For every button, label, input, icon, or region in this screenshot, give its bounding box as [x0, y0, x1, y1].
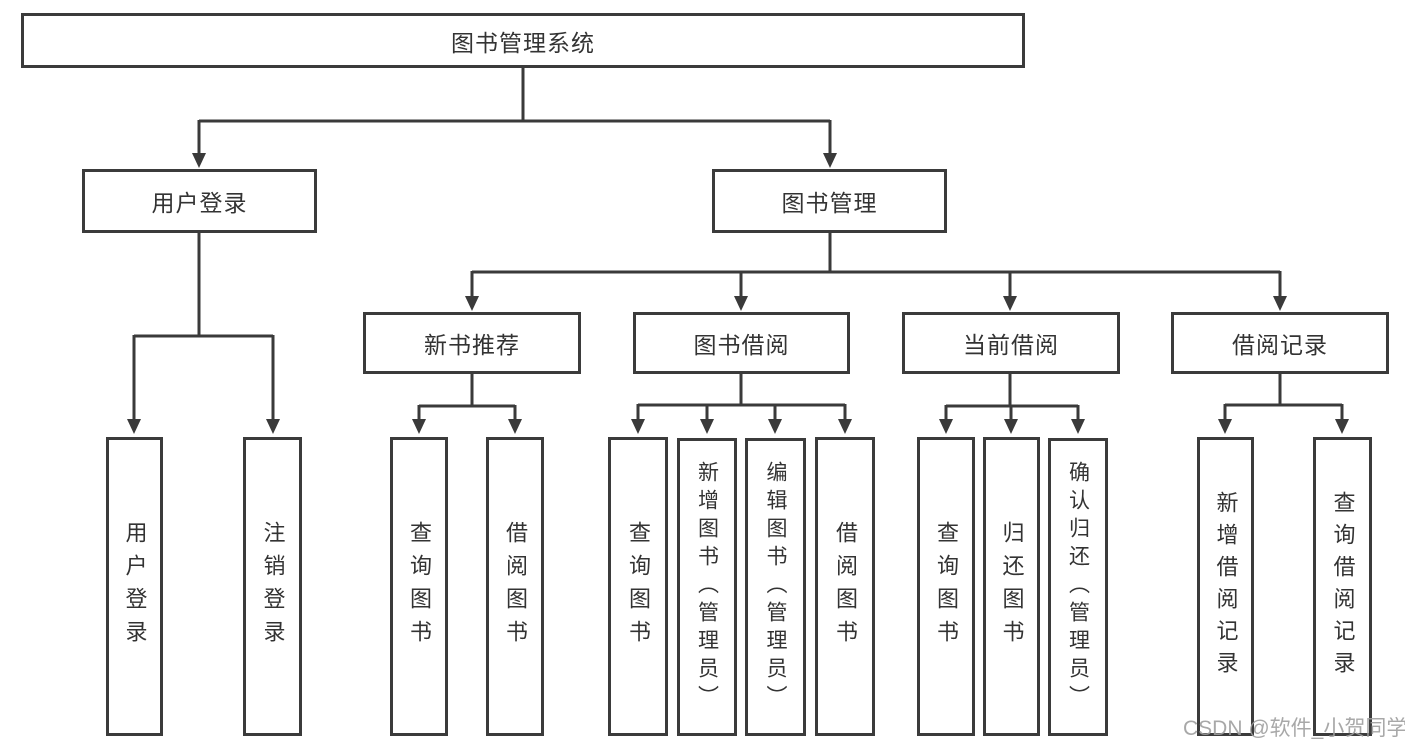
connector-current-borrow-children [939, 374, 1085, 434]
connector-borrow-records-children [1218, 374, 1349, 434]
node-current-borrow-label: 当前借阅 [963, 332, 1059, 358]
node-user-login-label: 用户登录 [151, 190, 248, 216]
node-book-mgmt: 图书管理 [712, 169, 947, 233]
leaf-confirm-return-admin-label: 确认归还（管理员） [1066, 461, 1090, 713]
leaf-add-borrow-record: 新增借阅记录 [1197, 437, 1254, 736]
leaf-borrow-query-book-label: 查询图书 [626, 520, 651, 653]
leaf-user-login: 用户登录 [106, 437, 163, 736]
leaf-newrec-query-book-label: 查询图书 [407, 520, 432, 653]
csdn-watermark: CSDN @软件_小贺同学 [1183, 717, 1405, 740]
node-book-borrow: 图书借阅 [633, 312, 850, 374]
node-new-book-rec-label: 新书推荐 [424, 332, 520, 358]
leaf-current-query-book-label: 查询图书 [934, 520, 959, 653]
leaf-borrow-book-label: 借阅图书 [833, 520, 858, 653]
node-borrow-records: 借阅记录 [1171, 312, 1389, 374]
node-book-mgmt-label: 图书管理 [781, 190, 878, 216]
node-new-book-rec: 新书推荐 [363, 312, 581, 374]
connector-user-login-children [127, 233, 280, 434]
leaf-user-login-label: 用户登录 [122, 520, 148, 653]
leaf-borrow-query-book: 查询图书 [608, 437, 668, 736]
leaf-query-borrow-record-label: 查询借阅记录 [1330, 490, 1356, 683]
connector-new-book-rec-children [412, 374, 522, 434]
node-book-borrow-label: 图书借阅 [693, 332, 790, 358]
connector-root-to-level2 [192, 68, 837, 168]
leaf-edit-book-admin-label: 编辑图书（管理员） [764, 461, 787, 713]
node-current-borrow: 当前借阅 [902, 312, 1120, 374]
leaf-newrec-borrow-book: 借阅图书 [486, 437, 544, 736]
leaf-borrow-book: 借阅图书 [815, 437, 875, 736]
node-root-label: 图书管理系统 [451, 29, 595, 56]
leaf-confirm-return-admin: 确认归还（管理员） [1048, 438, 1108, 736]
leaf-add-book-admin: 新增图书（管理员） [677, 438, 737, 736]
leaf-add-borrow-record-label: 新增借阅记录 [1213, 490, 1239, 683]
leaf-logout: 注销登录 [243, 437, 302, 736]
connector-book-borrow-children [631, 373, 852, 434]
leaf-query-borrow-record: 查询借阅记录 [1313, 437, 1372, 736]
node-borrow-records-label: 借阅记录 [1232, 332, 1328, 358]
leaf-add-book-admin-label: 新增图书（管理员） [695, 461, 719, 713]
leaf-logout-label: 注销登录 [260, 520, 286, 653]
connector-book-mgmt-to-level3 [465, 233, 1287, 311]
node-root: 图书管理系统 [21, 13, 1025, 68]
node-user-login: 用户登录 [82, 169, 317, 233]
leaf-edit-book-admin: 编辑图书（管理员） [745, 438, 806, 736]
leaf-return-book: 归还图书 [983, 437, 1040, 736]
leaf-current-query-book: 查询图书 [917, 437, 975, 736]
leaf-newrec-borrow-book-label: 借阅图书 [503, 520, 528, 653]
leaf-return-book-label: 归还图书 [999, 520, 1025, 653]
leaf-newrec-query-book: 查询图书 [390, 437, 448, 736]
